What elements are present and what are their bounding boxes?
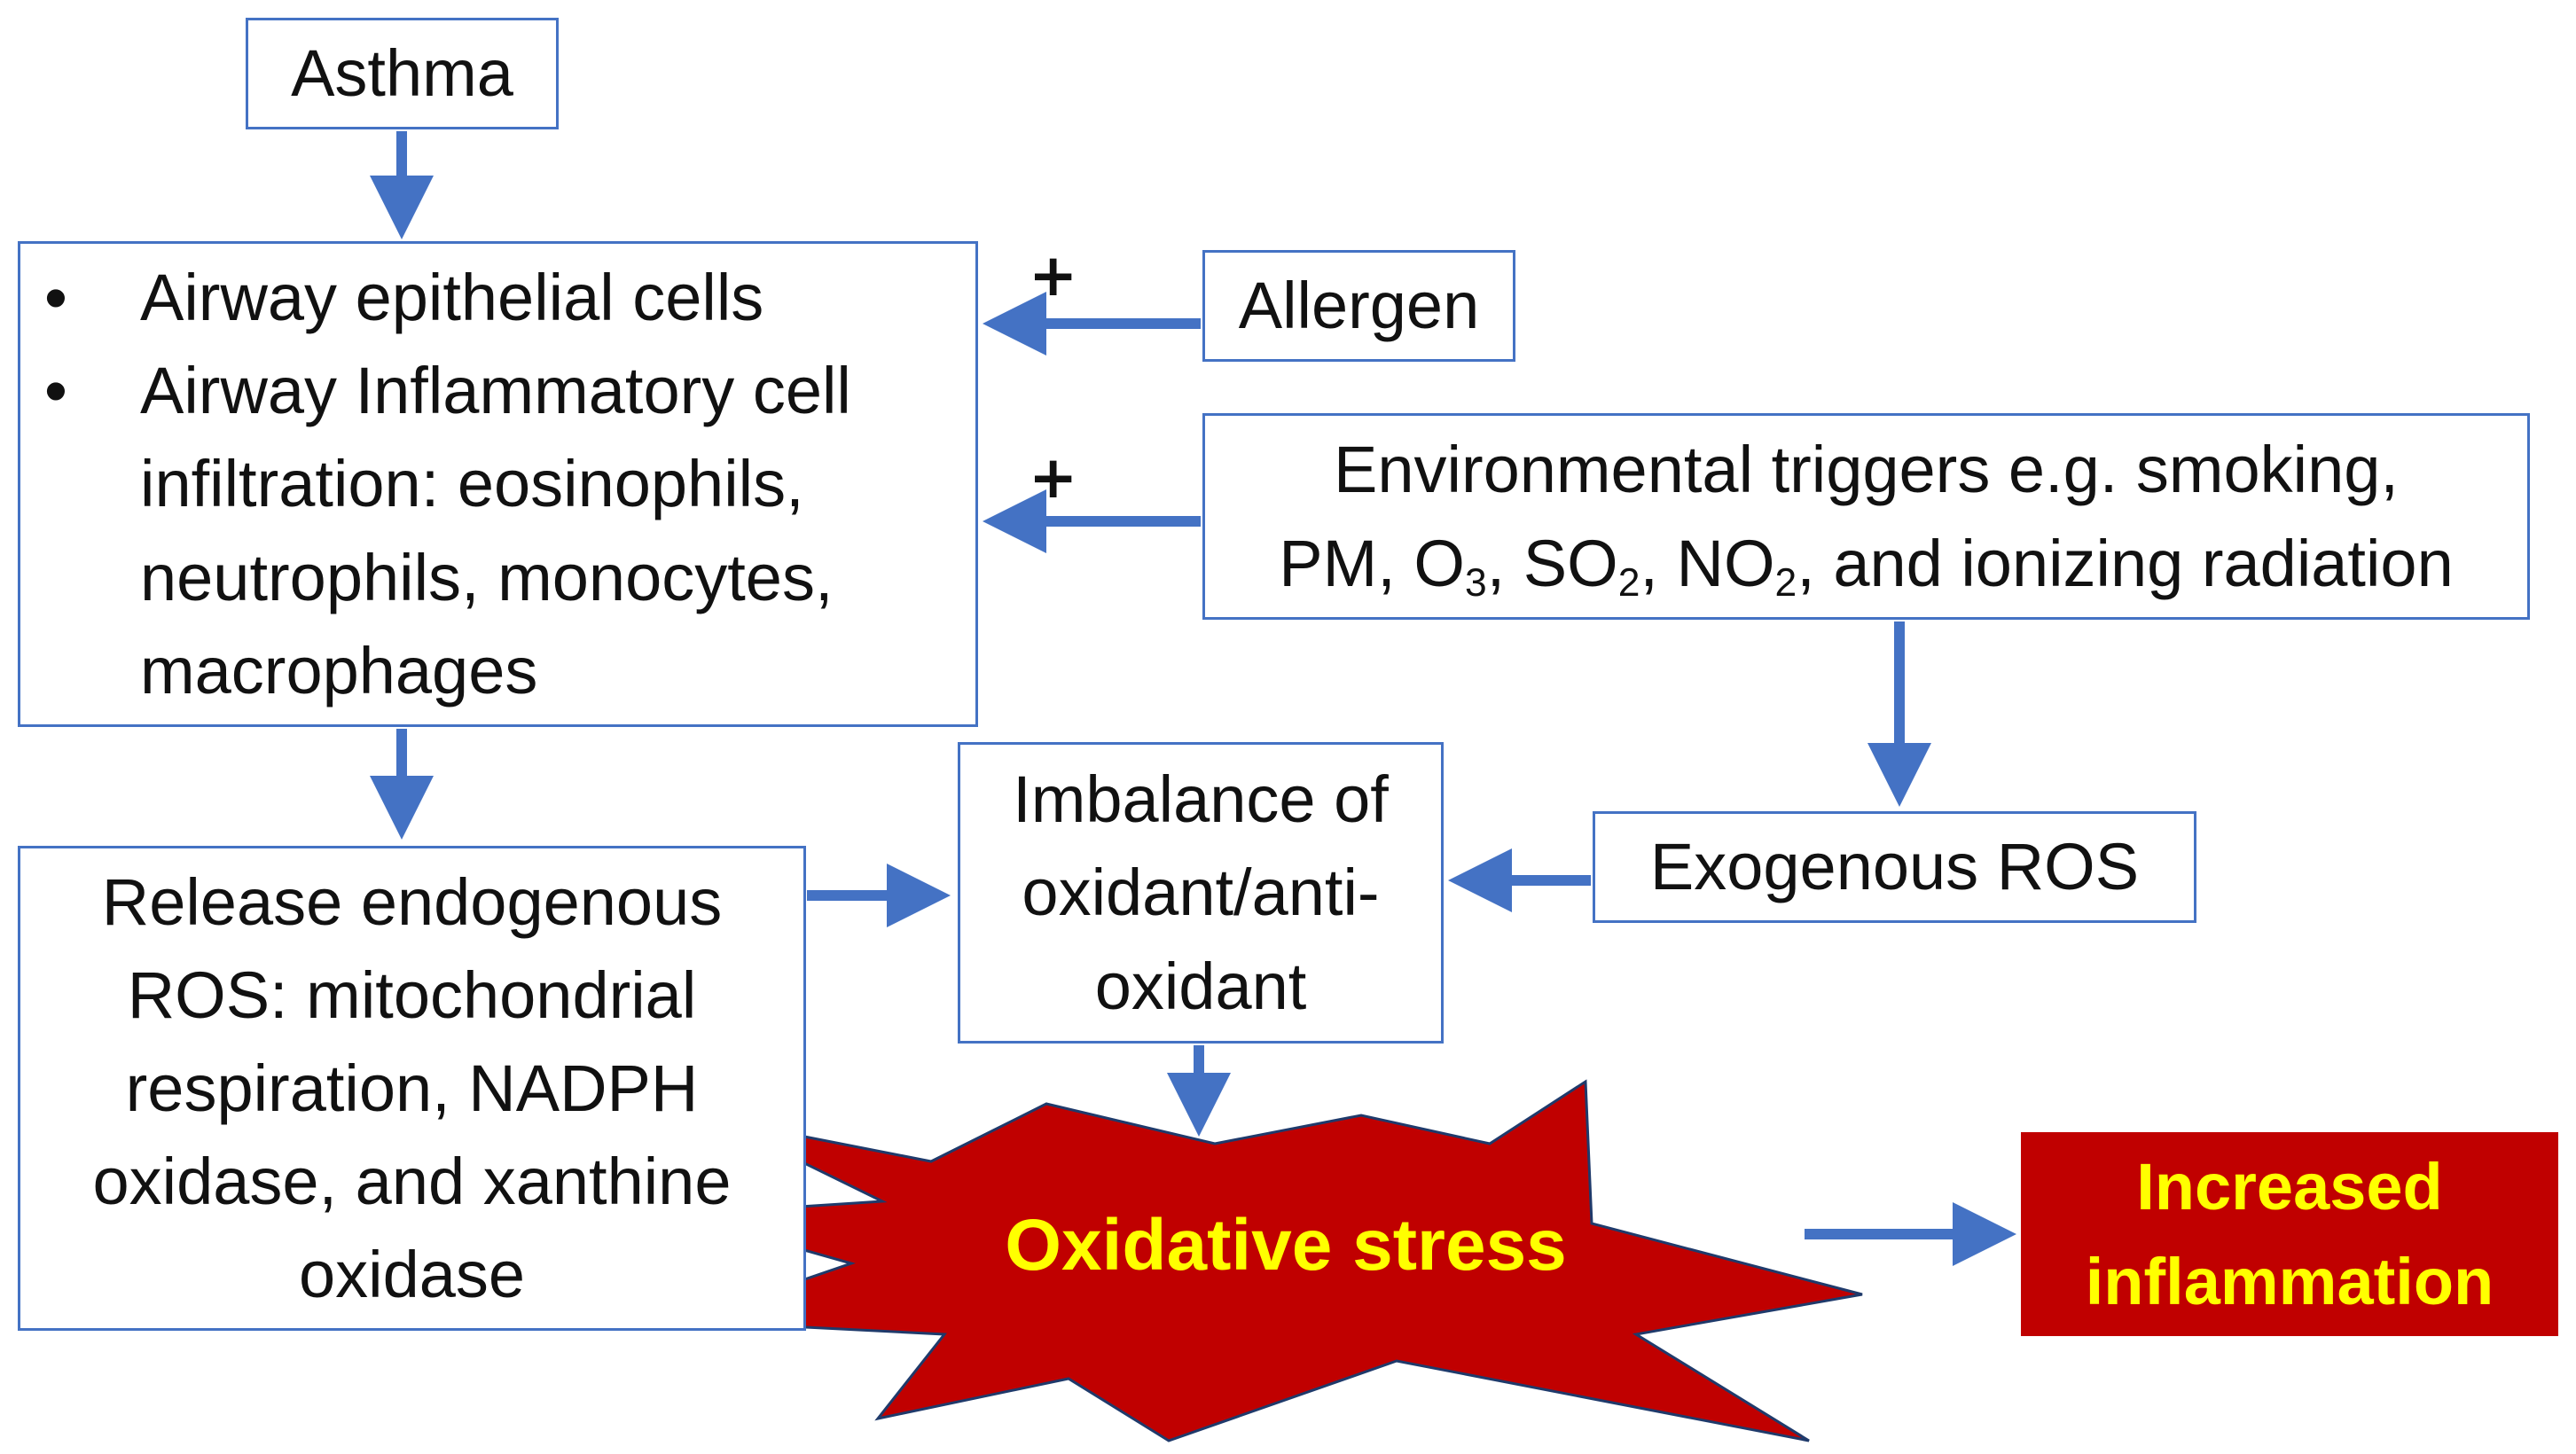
exogenous-ros-node: Exogenous ROS	[1593, 811, 2196, 923]
asthma-node: Asthma	[246, 18, 559, 129]
imbalance-label: Imbalance of oxidant/anti-oxidant	[1013, 762, 1389, 1023]
airway-cells-node: •Airway epithelial cells •Airway Inflamm…	[18, 241, 978, 727]
asthma-label: Asthma	[291, 36, 513, 111]
airway-cells-list: •Airway epithelial cells •Airway Inflamm…	[20, 251, 975, 716]
increased-inflammation-node: Increased inflammation	[2021, 1132, 2558, 1336]
endogenous-ros-node: Release endogenous ROS: mitochondrial re…	[18, 846, 806, 1331]
oxidative-stress-label: Oxidative stress	[1005, 1205, 1567, 1286]
allergen-plus-label: +	[1029, 241, 1078, 309]
airway-item-epithelial: Airway epithelial cells	[140, 261, 764, 335]
allergen-label: Allergen	[1238, 269, 1480, 343]
allergen-node: Allergen	[1202, 250, 1515, 362]
imbalance-node: Imbalance of oxidant/anti-oxidant	[958, 742, 1444, 1044]
environmental-label: Environmental triggers e.g. smoking, PM,…	[1279, 433, 2454, 605]
environmental-plus-label: +	[1029, 443, 1078, 512]
exogenous-ros-label: Exogenous ROS	[1649, 830, 2140, 904]
increased-inflammation-label: Increased inflammation	[2085, 1149, 2494, 1318]
list-item: •Airway Inflammatory cell infiltration: …	[44, 354, 851, 707]
airway-item-inflammatory: Airway Inflammatory cell infiltration: e…	[140, 354, 851, 707]
list-item: •Airway epithelial cells	[44, 261, 764, 335]
endogenous-ros-label: Release endogenous ROS: mitochondrial re…	[92, 864, 732, 1312]
environmental-triggers-node: Environmental triggers e.g. smoking, PM,…	[1202, 413, 2530, 620]
